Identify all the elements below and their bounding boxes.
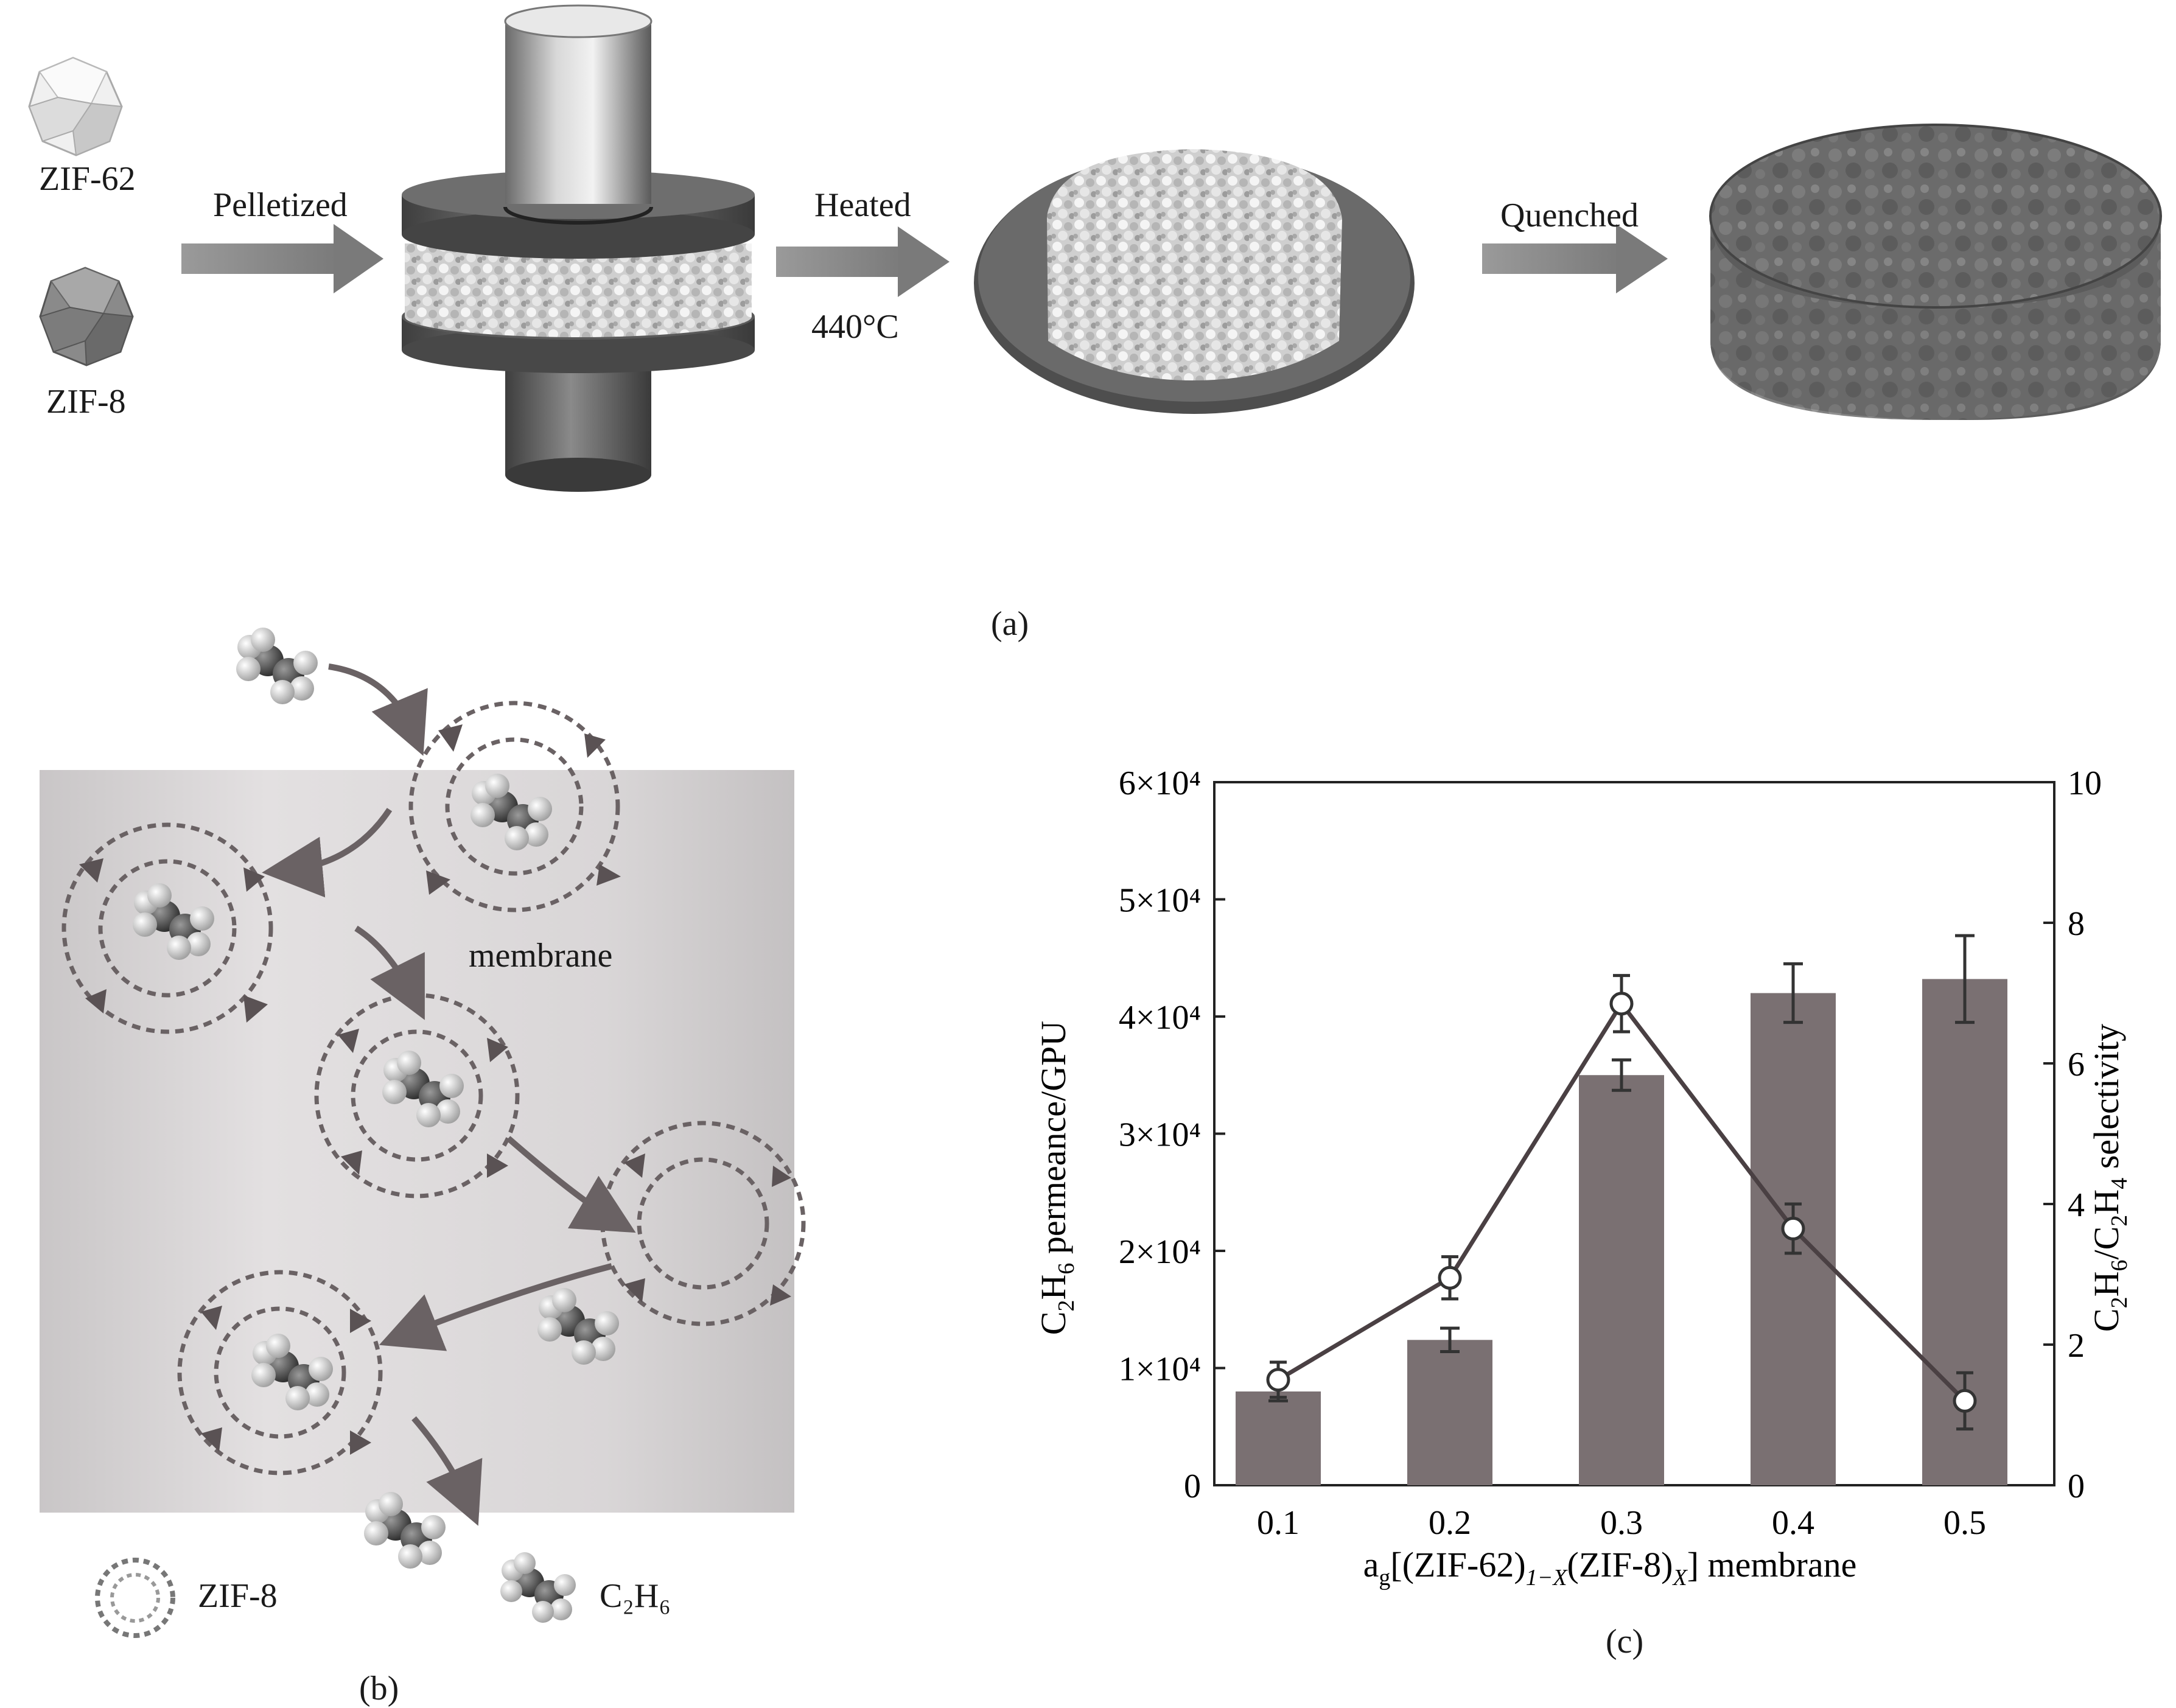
c2h6-molecules xyxy=(133,628,619,1569)
x-tick-label: 0.3 xyxy=(1600,1504,1643,1542)
step-heated-temperature: 440°C xyxy=(811,308,899,346)
permeance-selectivity-chart: C2H6 permeance/GPU C2H6/C2H4 selectivity… xyxy=(1034,765,2132,1591)
zif62-label: ZIF-62 xyxy=(39,160,136,198)
y-tick-label-left: 1×10⁴ xyxy=(1119,1351,1201,1388)
x-tick-label: 0.2 xyxy=(1429,1504,1471,1542)
permeance-bar xyxy=(1407,1340,1492,1485)
legend-c2h6-icon xyxy=(500,1552,576,1623)
step-heated-label: Heated xyxy=(814,186,911,224)
y-tick-label-right: 10 xyxy=(2068,765,2102,802)
legend-zif8-icon xyxy=(95,1558,175,1638)
x-axis-label: ag[(ZIF-62)1−X(ZIF-8)X] membrane xyxy=(1363,1545,1857,1591)
y-tick-label-left: 0 xyxy=(1184,1468,1201,1505)
y-tick-label-left: 2×10⁴ xyxy=(1119,1233,1201,1271)
selectivity-point xyxy=(1266,1368,1290,1392)
membrane-schematic xyxy=(40,628,806,1569)
permeance-bar xyxy=(1236,1391,1321,1485)
selectivity-point xyxy=(1438,1265,1462,1290)
y-tick-label-right: 8 xyxy=(2068,905,2085,943)
x-tick-label: 0.4 xyxy=(1772,1504,1814,1542)
selectivity-point xyxy=(1609,992,1634,1016)
legend-zif8-label: ZIF-8 xyxy=(198,1577,278,1615)
x-tick-label: 0.1 xyxy=(1257,1504,1300,1542)
y-tick-label-left: 3×10⁴ xyxy=(1119,1116,1201,1154)
zif8-crystal-icon xyxy=(39,267,134,366)
y-tick-label-right: 6 xyxy=(2068,1046,2085,1083)
panel-c-caption: (c) xyxy=(1606,1623,1644,1661)
y-tick-label-left: 6×10⁴ xyxy=(1119,765,1201,802)
permeance-bar xyxy=(1579,1075,1664,1485)
selectivity-point xyxy=(1953,1388,1977,1413)
legend-c2h6-label: C₂H₆ xyxy=(600,1577,671,1615)
zif8-label: ZIF-8 xyxy=(46,383,126,421)
x-tick-label: 0.5 xyxy=(1943,1504,1986,1542)
pellet-press-illustration xyxy=(402,4,755,492)
y-tick-label-left: 5×10⁴ xyxy=(1119,882,1201,920)
step-pelletized-label: Pelletized xyxy=(213,186,348,224)
arrow-quenched xyxy=(1482,224,1668,293)
y-tick-label-left: 4×10⁴ xyxy=(1119,999,1201,1037)
y-tick-label-right: 2 xyxy=(2068,1327,2085,1365)
selectivity-point xyxy=(1781,1216,1805,1241)
membrane-label: membrane xyxy=(469,937,613,975)
panel-b-caption: (b) xyxy=(359,1670,399,1707)
y-tick-label-right: 4 xyxy=(2068,1186,2085,1224)
arrow-pelletized xyxy=(181,224,383,293)
y-axis-label-right: C2H6/C2H4 selectivity xyxy=(2087,1024,2132,1332)
zif62-crystal-icon xyxy=(28,57,123,156)
step-quenched-label: Quenched xyxy=(1500,197,1639,234)
panel-a-caption: (a) xyxy=(991,605,1029,643)
y-tick-label-right: 0 xyxy=(2068,1468,2085,1505)
heated-particle-disc xyxy=(974,149,1415,414)
y-axis-label-left: C2H6 permeance/GPU xyxy=(1034,1021,1079,1335)
arrow-heated xyxy=(776,226,950,297)
quenched-glass-disc xyxy=(1709,124,2162,420)
